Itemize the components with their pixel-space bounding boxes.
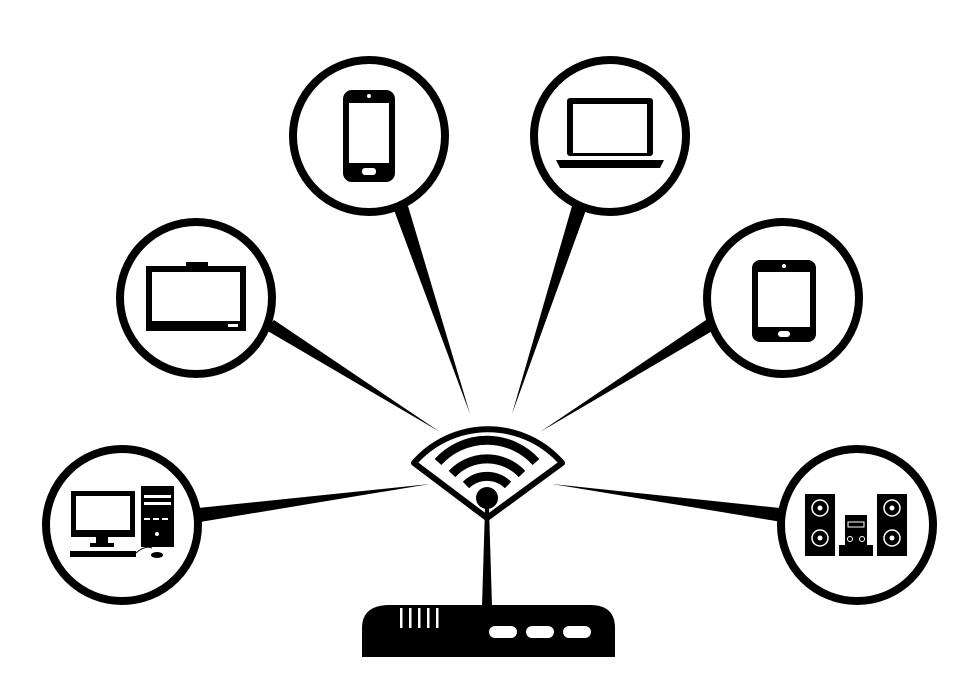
spoke-laptop bbox=[512, 206, 586, 414]
router-vents bbox=[400, 608, 439, 628]
connection-spokes bbox=[198, 206, 782, 522]
spoke-stereo bbox=[552, 484, 782, 522]
tablet-icon bbox=[752, 260, 816, 342]
tv-icon bbox=[146, 262, 246, 331]
router-lights bbox=[489, 626, 591, 638]
wifi-dot bbox=[476, 487, 498, 509]
desktop-computer-icon bbox=[70, 486, 174, 558]
smartphone-icon bbox=[343, 90, 395, 182]
stereo-system-icon bbox=[805, 494, 907, 556]
router-body bbox=[362, 605, 615, 657]
wifi-router-icon bbox=[362, 426, 615, 657]
spoke-tablet bbox=[540, 320, 714, 432]
router-antenna bbox=[482, 508, 492, 606]
spoke-phone bbox=[394, 206, 470, 414]
laptop-icon bbox=[556, 98, 664, 168]
wifi-waves-icon bbox=[434, 435, 540, 489]
spoke-desktop bbox=[198, 484, 430, 522]
spoke-tv bbox=[266, 320, 440, 432]
